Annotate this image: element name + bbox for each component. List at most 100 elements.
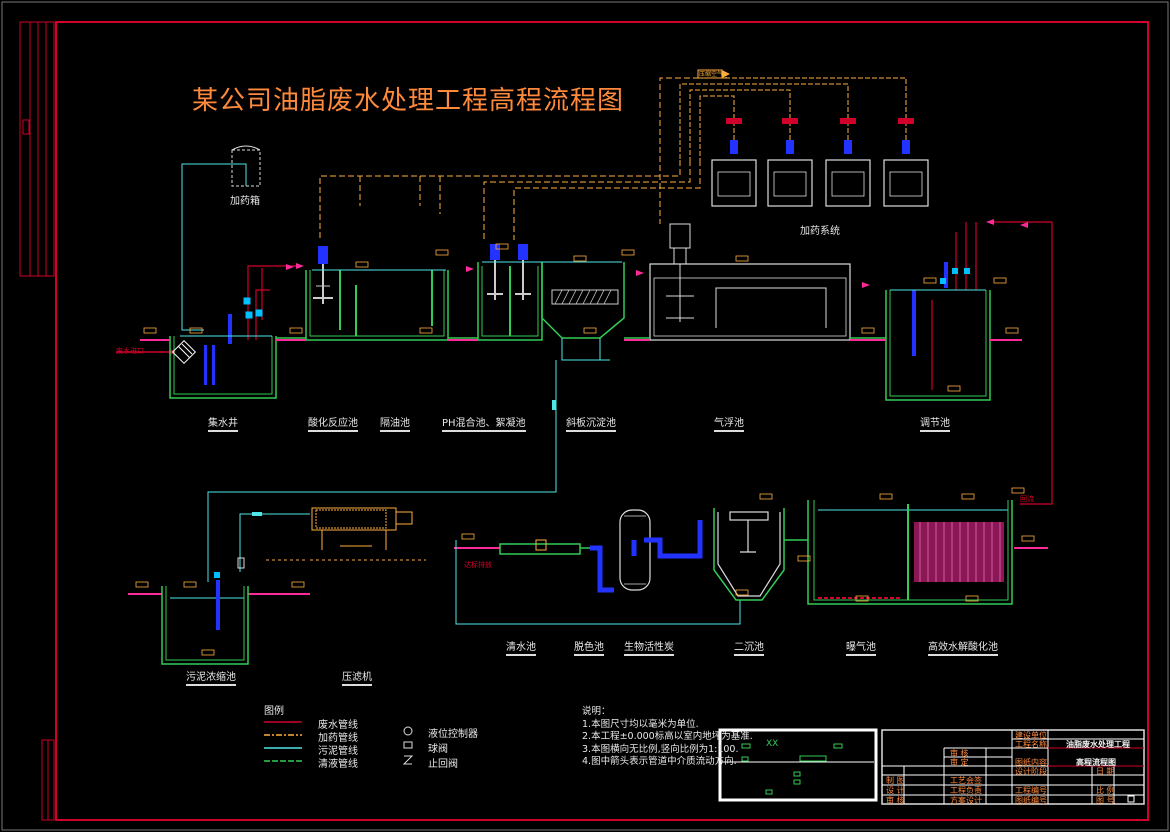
- label-dosing-system: 加药系统: [800, 226, 840, 237]
- label-bio-filter: 生物活性炭: [624, 638, 674, 656]
- sludge-thickener: [161, 586, 249, 665]
- legend-swatches: [264, 721, 302, 762]
- acid-reactor-mixer: [313, 246, 333, 304]
- tb-right-0: 建设单位: [1015, 731, 1047, 740]
- label-incline-settler: 斜板沉淀池: [566, 414, 616, 432]
- ph-mixers: [487, 244, 531, 300]
- tb-drawing: 高程流程图: [1076, 758, 1116, 767]
- notes: 说明： 1.本图尺寸均以毫米为单位. 2.本工程±0.000标高以室内地坪为基准…: [582, 706, 753, 769]
- tb-right-2: 图纸内容: [1015, 758, 1047, 767]
- title-block-red: [1048, 747, 1144, 767]
- tb-mid-1: 审 定: [950, 758, 969, 767]
- drawing-title: 某公司油脂废水处理工程高程流程图: [192, 86, 625, 116]
- label-sludge-thickener: 污泥浓缩池: [186, 668, 236, 686]
- label-secondary-clarifier: 二沉池: [734, 638, 764, 656]
- tb-left-1: 设 计: [886, 786, 905, 795]
- mini-schematic-box: [718, 728, 878, 802]
- dosing-lines: [319, 77, 726, 240]
- tb-left-0: 制 图: [886, 776, 905, 785]
- bottom-clear-pipe: [499, 543, 600, 555]
- incline-settler: [541, 262, 625, 339]
- drawing-frame: [55, 21, 1149, 821]
- legend-heading: 图例: [264, 706, 284, 717]
- tb-right-1: 工程名称: [1015, 740, 1047, 749]
- tb-far-2: 图 号: [1096, 796, 1115, 805]
- tb-right-3: 设计阶段: [1015, 767, 1047, 776]
- water-level-marks: [170, 261, 1008, 599]
- mini-box-text: XX: [766, 739, 779, 749]
- note-item: 1.本图尺寸均以毫米为单位.: [582, 718, 699, 730]
- legend-symbol-ball-valve: 球阀: [428, 744, 448, 755]
- notes-heading: 说明：: [582, 706, 611, 717]
- legend-line-wastewater: 废水管线: [318, 720, 358, 731]
- flow-arrows: [286, 222, 1028, 288]
- label-acid-reactor: 酸化反应池: [308, 414, 358, 432]
- label-air: 压缩空气: [699, 71, 724, 78]
- tb-left-2: 审 核: [886, 796, 905, 805]
- air-tag-box: [697, 69, 730, 79]
- level-callouts: [135, 243, 1035, 656]
- binding-strip: [19, 21, 55, 821]
- flotation-motor: [666, 223, 694, 322]
- equalization-piping: [931, 222, 977, 390]
- hydrolysis-media: [914, 522, 1004, 582]
- label-return: 回流: [1020, 495, 1034, 503]
- bio-filter-tower: [619, 509, 651, 591]
- note-item: 2.本工程±0.000标高以室内地坪为基准.: [582, 731, 753, 742]
- label-air-flotation: 气浮池: [714, 414, 744, 432]
- note-item: 3.本图横向无比例,竖向比例为1:100.: [582, 743, 739, 755]
- label-inlet: 废水进口: [116, 347, 144, 355]
- sludge-lines: [207, 338, 741, 625]
- equalization-pumps: [912, 262, 948, 356]
- secondary-clarifier: [717, 511, 781, 597]
- clarifier-base: [713, 508, 785, 601]
- legend-line-sludge: 污泥管线: [318, 746, 358, 757]
- well-piping: [247, 265, 300, 340]
- sludge-line-top: [181, 163, 247, 331]
- filter-press: [266, 507, 426, 561]
- tb-mid-3: 工程负责: [950, 786, 982, 795]
- title-block: [881, 729, 1145, 805]
- legend-symbol-check-valve: 止回阀: [428, 759, 458, 770]
- label-grease-trap: 隔油池: [380, 414, 410, 432]
- label-dosing-tank: 加药箱: [230, 196, 260, 207]
- ph-mix-floc-tank: [477, 262, 543, 341]
- label-collection-well: 集水井: [208, 414, 238, 432]
- tb-far-1: 比 例: [1096, 786, 1115, 795]
- settler-plate-hatch: [554, 289, 612, 305]
- tb-right-5: 图纸编号: [1015, 796, 1047, 805]
- label-hydrolysis: 高效水解酸化池: [928, 638, 998, 656]
- bio-filter-pipes: [590, 520, 703, 593]
- ground-lines: [128, 339, 1048, 595]
- note-item: 4.图中箭头表示管道中介质流动方向.: [582, 756, 737, 767]
- label-ph-mix: PH混合池、絮凝池: [442, 414, 526, 432]
- hydrolysis-media-hatch: [919, 522, 1001, 582]
- label-outlet: 达标排放: [464, 561, 492, 569]
- dosing-units: [679, 74, 929, 207]
- well-pumps: [204, 314, 232, 385]
- equalization-tank: [885, 290, 991, 401]
- tb-mid-2: 工艺会签: [950, 776, 982, 785]
- tb-project: 油脂废水处理工程: [1066, 740, 1130, 749]
- label-clear-water: 清水池: [506, 638, 536, 656]
- well-screen: [171, 339, 197, 365]
- settler-plates: [551, 289, 619, 305]
- legend-line-dosing: 加药管线: [318, 733, 358, 744]
- tb-mid-4: 方案设计: [950, 796, 982, 805]
- label-aeration: 曝气池: [846, 638, 876, 656]
- tb-mid-0: 审 核: [950, 749, 969, 758]
- air-flotation-tank: [649, 263, 851, 341]
- collection-well: [169, 336, 277, 399]
- acid-reactor: [305, 270, 449, 341]
- label-deodor: 脱色池: [574, 638, 604, 656]
- label-equalization: 调节池: [920, 414, 950, 432]
- legend-symbol-level: 液位控制器: [428, 729, 478, 740]
- legend-symbols: [402, 726, 414, 765]
- aeration-hydrolysis-tank: [807, 500, 1013, 605]
- label-filter-press: 压滤机: [342, 668, 372, 686]
- legend-line-clear: 清液管线: [318, 759, 358, 770]
- tb-far-0: 日 期: [1096, 767, 1115, 776]
- return-line: [990, 221, 1053, 505]
